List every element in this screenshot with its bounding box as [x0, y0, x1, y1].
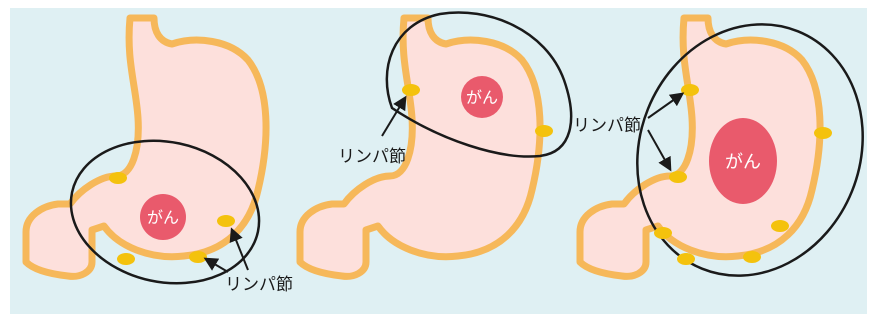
lymph-node [402, 84, 420, 96]
lymph-node-label: リンパ節 [225, 275, 293, 295]
lymph-node-label: リンパ節 [573, 116, 641, 136]
lymph-node [743, 251, 761, 263]
lymph-node-label: リンパ節 [338, 147, 406, 167]
lymph-node [535, 125, 553, 137]
lymph-node [109, 172, 127, 184]
lymph-node [669, 171, 687, 183]
lymph-node [814, 127, 832, 139]
lymph-node [681, 84, 699, 96]
lymph-node [117, 253, 135, 265]
lymph-node [217, 215, 235, 227]
tumor-label: がん [466, 88, 498, 107]
lymph-node [189, 251, 207, 263]
lymph-node [654, 227, 672, 239]
tumor-label: がん [725, 152, 761, 173]
tumor-label: がん [147, 208, 179, 227]
lymph-node [771, 220, 789, 232]
lymph-node [677, 253, 695, 265]
